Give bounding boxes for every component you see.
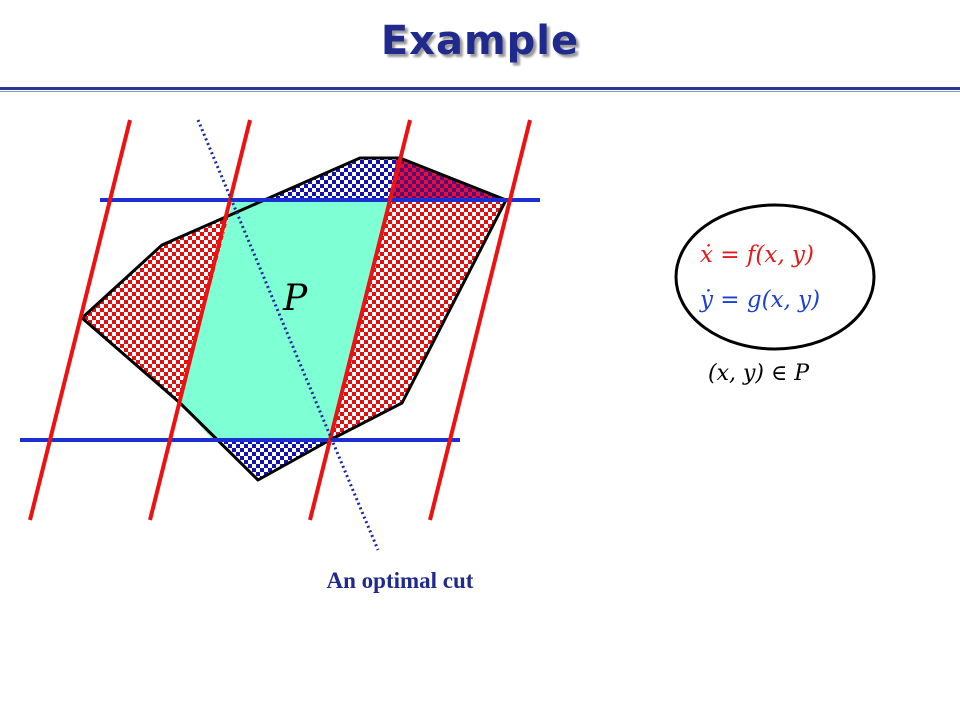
- optimal-cut-caption: An optimal cut: [326, 568, 474, 593]
- equation-y-dot: ẏ = g(x, y): [699, 287, 820, 313]
- slide-title: Example: [380, 18, 580, 64]
- overlap-region: [389, 158, 506, 200]
- title-divider: [0, 87, 960, 90]
- red-line-3: [308, 119, 412, 521]
- region-label: P: [282, 278, 308, 319]
- domain-constraint: (x, y) ∈ P: [708, 361, 810, 386]
- red-line-1: [28, 119, 132, 521]
- red-line-2: [148, 119, 252, 521]
- title-divider-shadow: [0, 91, 960, 92]
- feasible-region: [180, 200, 389, 440]
- bottom-blue-region: [82, 440, 506, 480]
- equation-x-dot: ẋ = f(x, y): [700, 242, 814, 268]
- red-line-4: [428, 119, 532, 521]
- polytope-outline: [80, 156, 508, 482]
- system-ellipse: [674, 203, 876, 351]
